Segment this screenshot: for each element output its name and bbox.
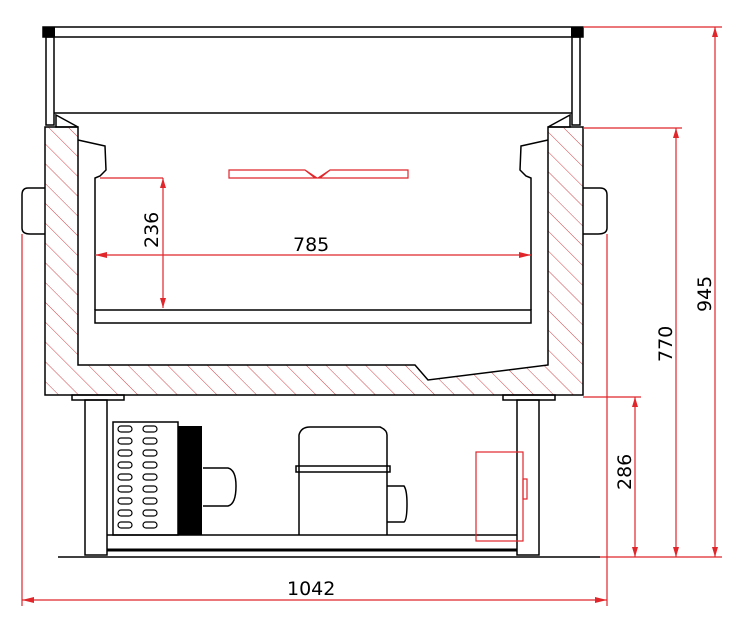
dim-text-770: 770 — [655, 326, 677, 362]
condenser-fin — [117, 437, 133, 445]
glass-canopy — [42, 26, 584, 128]
dim-text-236: 236 — [141, 212, 163, 248]
condenser-fin — [117, 425, 133, 433]
dimension-total-height: 945 — [583, 26, 722, 558]
condenser-fin — [142, 437, 158, 445]
dimension-basin-width: 785 — [95, 234, 531, 258]
condenser-fin — [117, 497, 133, 505]
condenser-fin — [142, 449, 158, 457]
right-bumper — [583, 187, 608, 235]
condenser-fin — [142, 473, 158, 481]
condenser-fin — [117, 473, 133, 481]
condenser-unit — [112, 421, 237, 536]
left-bumper — [21, 187, 45, 235]
dim-text-286: 286 — [614, 454, 636, 490]
condenser-fin — [142, 461, 158, 469]
base-frame — [58, 394, 600, 558]
dim-text-945: 945 — [694, 276, 716, 312]
condenser-fin — [142, 521, 158, 529]
condenser-fin — [117, 461, 133, 469]
condenser-fin — [142, 485, 158, 493]
dim-text-1042: 1042 — [287, 578, 335, 600]
condenser-fin — [142, 425, 158, 433]
dim-text-785: 785 — [293, 234, 329, 256]
dimension-basin-depth: 236 — [100, 177, 166, 308]
control-box — [475, 451, 524, 542]
dimension-base-height: 286 — [583, 396, 641, 557]
condenser-fin — [142, 497, 158, 505]
inner-basin — [77, 139, 549, 324]
dimension-counter-height: 770 — [583, 127, 682, 557]
condenser-fin — [117, 521, 133, 529]
top-light-bar — [228, 169, 409, 179]
compressor — [295, 426, 408, 535]
condenser-fin — [117, 509, 133, 517]
condenser-fin — [142, 509, 158, 517]
condenser-fin — [117, 449, 133, 457]
dimension-total-width: 1042 — [21, 234, 608, 606]
condenser-fin — [117, 485, 133, 493]
insulated-tub — [44, 126, 584, 396]
